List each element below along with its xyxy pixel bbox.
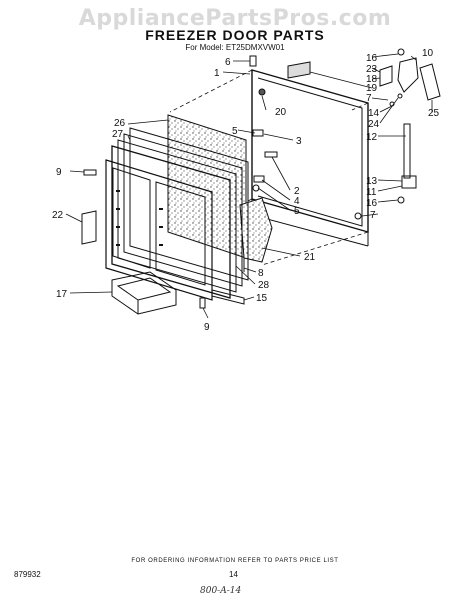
callout-labels: 1 6 16 10 23 18 19 7 20 14 24 25 26 27 5… <box>52 48 440 333</box>
door-strips <box>211 258 245 305</box>
callout-label: 5 <box>232 126 238 137</box>
callout-label: 9 <box>204 322 210 333</box>
callout-label: 7 <box>370 210 376 221</box>
callout-label: 5 <box>294 206 300 217</box>
callout-label: 16 <box>366 53 378 64</box>
callout-label: 10 <box>422 48 434 59</box>
callout-label: 16 <box>366 198 378 209</box>
callout-label: 4 <box>294 196 300 207</box>
callout-label: 17 <box>56 289 68 300</box>
callout-label: 2 <box>294 186 300 197</box>
callout-label: 27 <box>112 129 124 140</box>
document-number: 879932 <box>14 570 41 579</box>
callout-label: 9 <box>56 167 62 178</box>
callout-label: 22 <box>52 210 64 221</box>
callout-label: 1 <box>214 68 220 79</box>
callout-label: 26 <box>114 118 126 129</box>
callout-label: 23 <box>366 64 378 75</box>
callout-label: 19 <box>366 83 378 94</box>
insulation <box>239 197 273 263</box>
callout-label: 12 <box>366 132 378 143</box>
callout-label: 8 <box>258 268 264 279</box>
page-title: FREEZER DOOR PARTS <box>145 27 325 43</box>
ordering-note: FOR ORDERING INFORMATION REFER TO PARTS … <box>131 558 339 564</box>
callout-label: 11 <box>366 187 377 198</box>
callout-label: 20 <box>275 107 287 118</box>
projection-lines <box>169 69 369 266</box>
gasket-frames <box>111 127 249 299</box>
inner-door-panel <box>105 159 213 301</box>
callout-label: 21 <box>304 252 316 263</box>
leader-lines <box>65 53 433 319</box>
callout-label: 3 <box>296 136 302 147</box>
page-number: 14 <box>229 570 238 579</box>
watermark-text: AppliancePartsPros.com <box>78 6 392 31</box>
model-line: For Model: ET25DMXVW01 <box>185 43 285 52</box>
callout-label: 25 <box>428 108 440 119</box>
callout-label: 13 <box>366 176 378 187</box>
handwritten-note: 800-A-14 <box>200 586 242 596</box>
shelf-bin <box>111 271 177 315</box>
bracket-22 <box>81 210 97 245</box>
hinge-parts <box>83 48 441 309</box>
callout-label: 15 <box>256 293 268 304</box>
callout-label: 18 <box>366 74 378 85</box>
callout-label: 14 <box>368 108 380 119</box>
callout-label: 24 <box>368 119 380 130</box>
callout-label: 6 <box>225 57 231 68</box>
callout-label: 28 <box>258 280 270 291</box>
callout-label: 7 <box>366 93 372 104</box>
